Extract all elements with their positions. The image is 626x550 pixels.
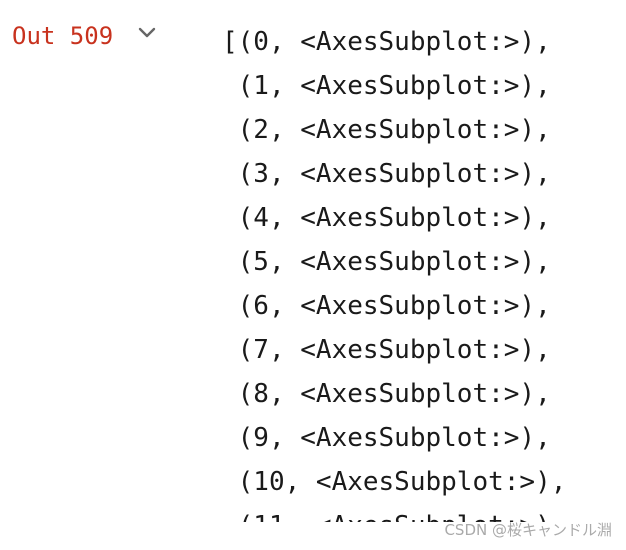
- output-text-area: [(0, <AxesSubplot:>), (1, <AxesSubplot:>…: [222, 20, 612, 522]
- output-line: (1, <AxesSubplot:>),: [222, 71, 551, 101]
- output-line: (4, <AxesSubplot:>),: [222, 203, 551, 233]
- output-line: (11, <AxesSubplot:>): [222, 504, 612, 522]
- output-line: (8, <AxesSubplot:>),: [222, 379, 551, 409]
- output-line: (10, <AxesSubplot:>),: [222, 467, 567, 497]
- output-line: (9, <AxesSubplot:>),: [222, 423, 551, 453]
- output-prompt-label: Out 509: [12, 22, 114, 50]
- output-line: (7, <AxesSubplot:>),: [222, 335, 551, 365]
- output-line: (3, <AxesSubplot:>),: [222, 159, 551, 189]
- watermark: CSDN @桜キャンドル淵: [444, 521, 612, 539]
- output-line: [(0, <AxesSubplot:>),: [222, 27, 551, 57]
- collapse-output-button[interactable]: [134, 20, 160, 46]
- output-line: (5, <AxesSubplot:>),: [222, 247, 551, 277]
- chevron-down-icon: [138, 27, 156, 38]
- output-line: (2, <AxesSubplot:>),: [222, 115, 551, 145]
- output-line: (6, <AxesSubplot:>),: [222, 291, 551, 321]
